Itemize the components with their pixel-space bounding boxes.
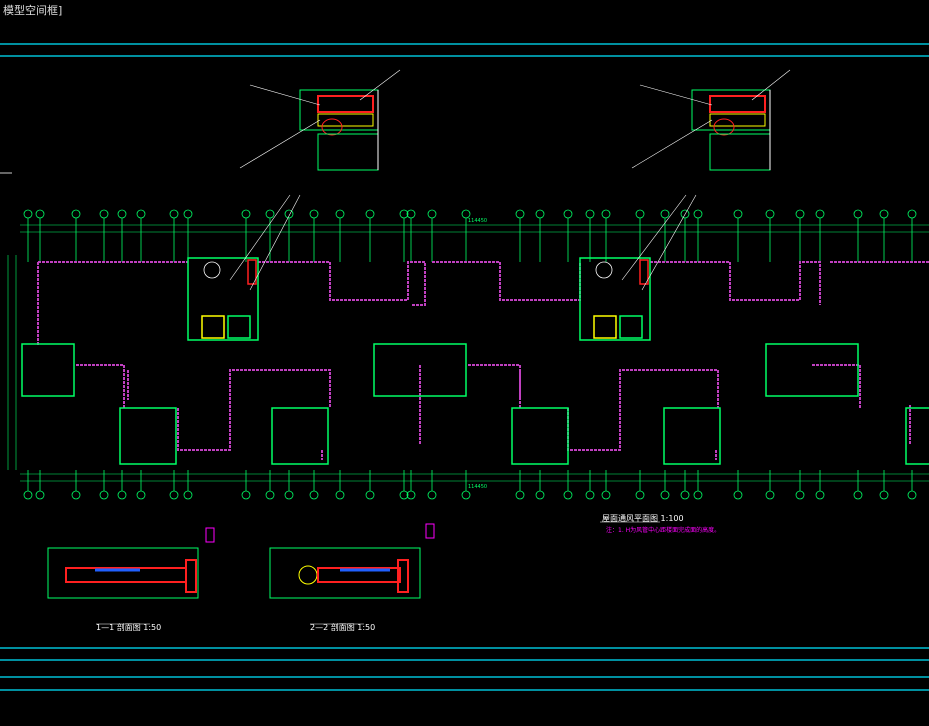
axis-bubble [515, 490, 525, 500]
dimension-lines [7, 224, 929, 482]
axis-bubble [35, 209, 45, 219]
axis-bubble [136, 490, 146, 500]
overall-dimension-top: 114450 [468, 218, 488, 224]
axis-row-bottom [23, 470, 917, 500]
axis-bubble [693, 490, 703, 500]
axis-bubble [71, 209, 81, 219]
stair-cores [21, 257, 929, 465]
axis-bubble [535, 490, 545, 500]
section-1-1 [47, 527, 215, 599]
axis-bubble [169, 490, 179, 500]
axis-bubble [241, 490, 251, 500]
axis-bubble [660, 490, 670, 500]
axis-bubble [427, 209, 437, 219]
axis-bubble [365, 209, 375, 219]
fan-detail-right [691, 89, 771, 171]
axis-bubble [585, 490, 595, 500]
axis-bubble [601, 209, 611, 219]
axis-bubble [309, 490, 319, 500]
axis-bubble [765, 490, 775, 500]
axis-bubble [23, 490, 33, 500]
axis-bubble [765, 209, 775, 219]
axis-bubble [515, 209, 525, 219]
axis-bubble [879, 209, 889, 219]
title-underlines [96, 521, 660, 625]
building-outline [37, 261, 929, 460]
axis-bubble [265, 490, 275, 500]
axis-bubble [335, 490, 345, 500]
axis-bubble [335, 209, 345, 219]
axis-bubble [99, 490, 109, 500]
axis-bubble [535, 209, 545, 219]
axis-bubble [733, 490, 743, 500]
axis-bubble [309, 209, 319, 219]
axis-bubble [117, 490, 127, 500]
axis-bubble [169, 209, 179, 219]
axis-bubble [693, 209, 703, 219]
axis-bubble [265, 209, 275, 219]
axis-bubble [71, 490, 81, 500]
axis-bubble [815, 490, 825, 500]
axis-bubble [563, 490, 573, 500]
section-2-2 [269, 523, 435, 599]
axis-bubble [795, 209, 805, 219]
drawing-frame [0, 43, 929, 691]
section-1-title: 1—1 剖面图 1:50 [96, 623, 162, 632]
axis-bubble [635, 490, 645, 500]
overall-dimension-bottom: 114450 [468, 484, 488, 490]
axis-row-top [23, 209, 917, 262]
axis-bubble [907, 490, 917, 500]
axis-bubble [733, 209, 743, 219]
axis-bubble [117, 209, 127, 219]
plan-note: 注：1. H为风管中心距楼面完成面的高度。 [606, 527, 721, 534]
roof-fans [201, 259, 649, 339]
axis-bubble [601, 490, 611, 500]
axis-bubble [284, 490, 294, 500]
axis-bubble [365, 490, 375, 500]
axis-bubble [461, 209, 471, 219]
section-2-title: 2—2 剖面图 1:50 [310, 623, 376, 632]
axis-bubble [680, 490, 690, 500]
axis-bubble [660, 209, 670, 219]
axis-bubble [907, 209, 917, 219]
fan-detail-left [299, 89, 379, 171]
axis-bubble [35, 490, 45, 500]
axis-bubble [183, 490, 193, 500]
axis-bubble [585, 209, 595, 219]
axis-bubble [815, 209, 825, 219]
axis-bubble [853, 209, 863, 219]
plan-title: 屋面通风平面图 1:100 [602, 514, 684, 523]
axis-bubble [427, 490, 437, 500]
axis-bubble [183, 209, 193, 219]
axis-bubble [795, 490, 805, 500]
axis-bubble [635, 209, 645, 219]
axis-bubble [99, 209, 109, 219]
axis-bubble [879, 490, 889, 500]
axis-bubble [563, 209, 573, 219]
axis-bubble [136, 209, 146, 219]
axis-bubble [241, 209, 251, 219]
tab-label[interactable]: 模型空间框] [3, 4, 63, 17]
leader-lines [229, 69, 791, 291]
axis-bubble [461, 490, 471, 500]
axis-bubble [23, 209, 33, 219]
axis-bubble [853, 490, 863, 500]
